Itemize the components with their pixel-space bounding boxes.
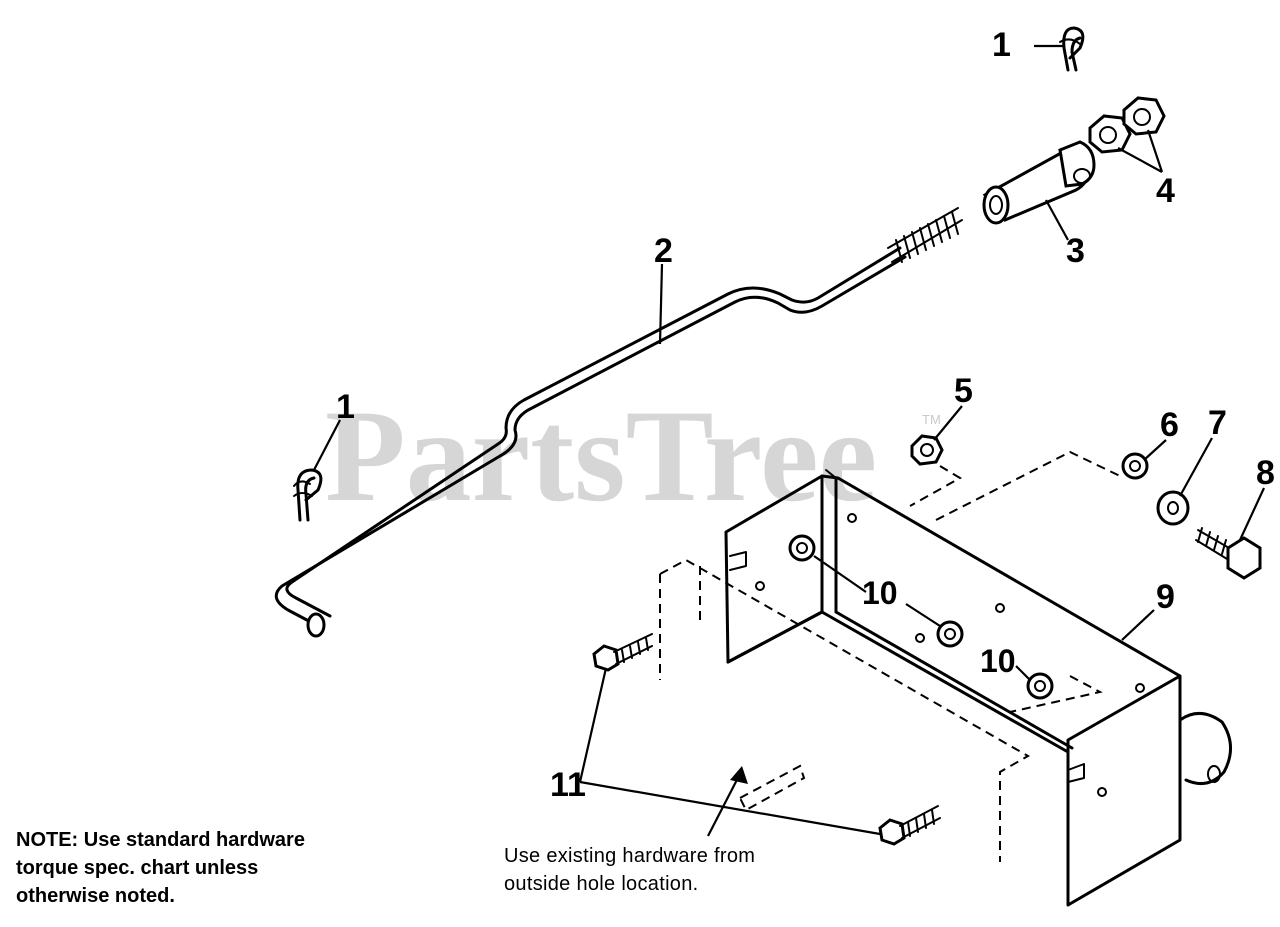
- part-1-hairpin-clip-top: [1059, 26, 1085, 72]
- dashed-frame-outline: [659, 450, 1121, 862]
- part-3-swivel: [982, 140, 1096, 225]
- part-2-control-rod: [274, 207, 963, 638]
- watermark-brand: PartsTree: [325, 382, 877, 529]
- callout-4: 4: [1156, 172, 1175, 210]
- callout-5: 5: [954, 372, 973, 410]
- existing-hardware-note-line-1: Use existing hardware from: [504, 845, 756, 867]
- callout-9: 9: [1156, 578, 1175, 616]
- existing-hardware-note-line-2: outside hole location.: [504, 873, 699, 895]
- part-6-lock-washer: [1121, 452, 1149, 480]
- part-8-bolt: [1195, 527, 1262, 580]
- torque-note-line-2: torque spec. chart unless: [16, 857, 259, 879]
- callout-10-upper: 10: [862, 575, 898, 611]
- torque-note-line-3: otherwise noted.: [16, 885, 175, 907]
- callout-3: 3: [1066, 232, 1085, 270]
- callout-2: 2: [654, 232, 673, 270]
- callout-1-left: 1: [336, 388, 355, 426]
- callout-11: 11: [550, 766, 586, 804]
- leader-lines: [313, 44, 1265, 837]
- part-10-washers: [788, 534, 1054, 700]
- part-4-lock-nuts: [1088, 96, 1166, 154]
- callout-1-top: 1: [992, 26, 1011, 64]
- existing-hardware-note: Use existing hardware from outside hole …: [504, 842, 844, 898]
- part-1-hairpin-clip-left: [293, 468, 323, 522]
- callout-6: 6: [1160, 406, 1179, 444]
- callout-10-lower: 10: [980, 643, 1016, 679]
- part-7-flat-washer: [1156, 490, 1190, 526]
- torque-note-line-1: NOTE: Use standard hardware: [16, 829, 305, 851]
- part-11-bolts: [592, 633, 941, 846]
- watermark-trademark: TM: [922, 412, 941, 427]
- callout-numbers: 1 1 2 3 4 5 6 7 8 9 10 10 11: [336, 26, 1275, 804]
- rod-threads: [887, 207, 963, 263]
- part-9-mounting-bracket: [724, 469, 1232, 907]
- callout-8: 8: [1256, 454, 1275, 492]
- callout-7: 7: [1208, 404, 1227, 442]
- part-5-nut: [910, 434, 944, 466]
- torque-note: NOTE: Use standard hardware torque spec.…: [16, 826, 396, 910]
